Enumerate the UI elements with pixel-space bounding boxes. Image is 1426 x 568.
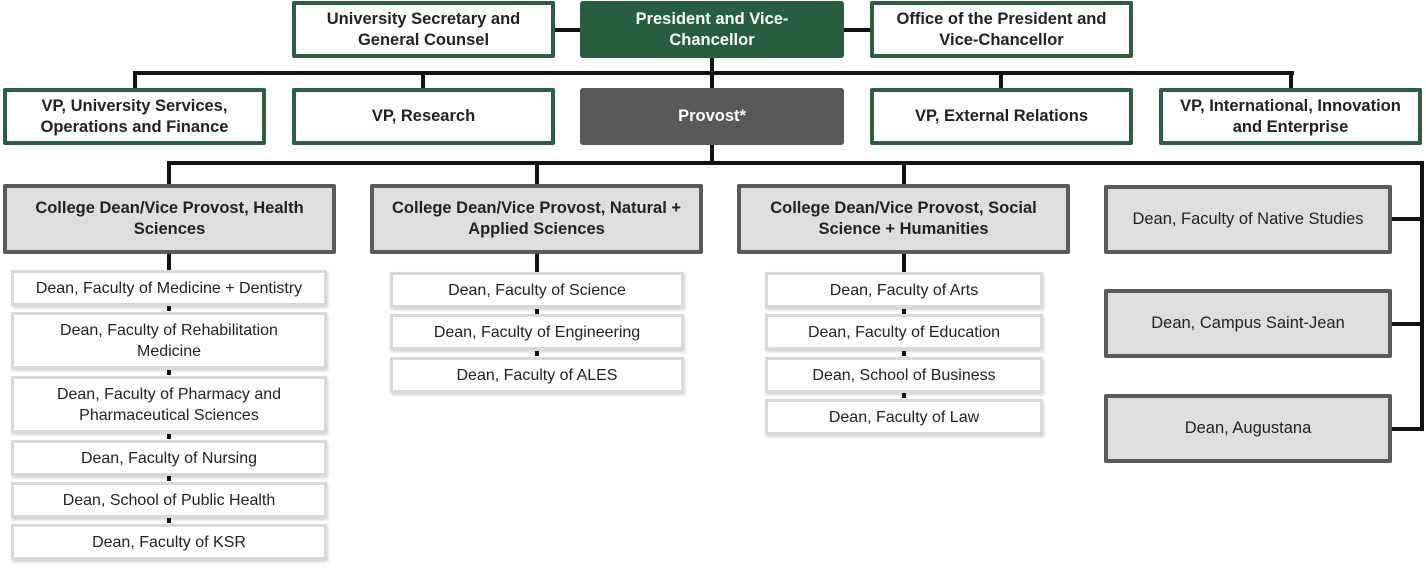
connector (421, 71, 425, 88)
college-natural-applied-sciences-box[interactable]: College Dean/Vice Provost, Natural + App… (370, 184, 703, 254)
box-label: Dean, Augustana (1184, 419, 1312, 437)
dean-list-item[interactable]: Dean, Faculty of Education (765, 314, 1043, 350)
dean-list-item[interactable]: Dean, School of Business (765, 357, 1043, 393)
dean-label: Dean, Faculty of ALES (456, 366, 618, 384)
dean-label: Dean, Faculty of Education (807, 323, 1001, 341)
dean-campus-saint-jean-box[interactable]: Dean, Campus Saint-Jean (1104, 289, 1392, 358)
dean-label: Dean, Faculty of KSR (92, 533, 246, 551)
dean-list-item[interactable]: Dean, Faculty of Engineering (390, 314, 684, 350)
vp-university-services-box[interactable]: VP, University Services, Operations and … (3, 88, 266, 145)
dean-label: Dean, Faculty of Pharmacy and Pharmaceut… (56, 385, 282, 424)
connector (710, 145, 714, 163)
office-of-president-box[interactable]: Office of the President and Vice-Chancel… (870, 1, 1133, 58)
box-label: VP, External Relations (914, 107, 1089, 125)
box-label: Provost* (678, 107, 746, 125)
connector-dot (167, 306, 171, 311)
college-health-sciences-box[interactable]: College Dean/Vice Provost, Health Scienc… (3, 184, 336, 254)
college-social-science-humanities-box[interactable]: College Dean/Vice Provost, Social Scienc… (737, 184, 1070, 254)
box-label: Office of the President and Vice-Chancel… (896, 9, 1107, 49)
connector-dot (167, 370, 171, 375)
dean-list-item[interactable]: Dean, Faculty of Pharmacy and Pharmaceut… (11, 376, 327, 433)
connector (555, 28, 580, 32)
connector (1420, 161, 1424, 431)
connector (844, 28, 870, 32)
dean-label: Dean, Faculty of Science (448, 281, 626, 299)
president-box[interactable]: President and Vice-Chancellor (580, 1, 844, 58)
box-label: President and Vice-Chancellor (635, 9, 789, 49)
dean-list-item[interactable]: Dean, Faculty of Medicine + Dentistry (11, 270, 327, 306)
connector-dot (167, 434, 171, 439)
dean-list-item[interactable]: Dean, Faculty of Arts (765, 272, 1043, 308)
dean-list-item[interactable]: Dean, Faculty of Science (390, 272, 684, 308)
dean-label: Dean, Faculty of Engineering (433, 323, 641, 341)
box-label: Dean, Campus Saint-Jean (1151, 314, 1345, 332)
connector (1392, 322, 1422, 326)
box-label: VP, International, Innovation and Enterp… (1180, 96, 1401, 136)
box-label: College Dean/Vice Provost, Natural + App… (391, 199, 681, 238)
connector (1289, 71, 1293, 88)
dean-list-item[interactable]: Dean, Faculty of KSR (11, 524, 327, 560)
connector (167, 161, 1424, 165)
dean-label: Dean, Faculty of Law (828, 408, 980, 426)
box-label: VP, University Services, Operations and … (40, 96, 229, 136)
box-label: Dean, Faculty of Native Studies (1132, 210, 1364, 228)
dean-list-item[interactable]: Dean, Faculty of Nursing (11, 440, 327, 476)
box-label: College Dean/Vice Provost, Social Scienc… (770, 199, 1037, 238)
connector-dot (535, 309, 539, 314)
connector-dot (535, 351, 539, 356)
connector (167, 254, 171, 270)
vp-external-relations-box[interactable]: VP, External Relations (870, 88, 1133, 145)
connector-dot (902, 309, 906, 314)
box-label: VP, Research (371, 107, 476, 125)
dean-list-item[interactable]: Dean, Faculty of Rehabilitation Medicine (11, 312, 327, 369)
box-label: University Secretary and General Counsel (326, 9, 521, 49)
connector-dot (902, 393, 906, 398)
connector (902, 161, 906, 184)
connector (902, 254, 906, 272)
vp-international-box[interactable]: VP, International, Innovation and Enterp… (1159, 88, 1422, 145)
connector (535, 161, 539, 184)
dean-list-item[interactable]: Dean, Faculty of Law (765, 399, 1043, 435)
connector-dot (167, 518, 171, 523)
dean-list-item[interactable]: Dean, School of Public Health (11, 482, 327, 518)
connector (1392, 217, 1422, 221)
connector (1392, 427, 1422, 431)
connector (535, 254, 539, 272)
connector-dot (902, 351, 906, 356)
connector (999, 71, 1003, 88)
dean-label: Dean, School of Public Health (62, 491, 276, 509)
provost-box[interactable]: Provost* (580, 88, 844, 145)
dean-label: Dean, Faculty of Medicine + Dentistry (35, 279, 303, 297)
connector (167, 161, 171, 184)
dean-label: Dean, Faculty of Arts (829, 281, 979, 299)
dean-list-item[interactable]: Dean, Faculty of ALES (390, 357, 684, 393)
dean-augustana-box[interactable]: Dean, Augustana (1104, 394, 1392, 463)
box-label: College Dean/Vice Provost, Health Scienc… (35, 199, 304, 238)
connector (133, 71, 137, 88)
vp-research-box[interactable]: VP, Research (292, 88, 555, 145)
dean-label: Dean, School of Business (812, 366, 996, 384)
dean-label: Dean, Faculty of Nursing (80, 449, 258, 467)
dean-label: Dean, Faculty of Rehabilitation Medicine (60, 321, 278, 360)
university-secretary-box[interactable]: University Secretary and General Counsel (292, 1, 555, 58)
connector-dot (167, 476, 171, 481)
dean-native-studies-box[interactable]: Dean, Faculty of Native Studies (1104, 185, 1392, 254)
connector (133, 71, 1294, 75)
